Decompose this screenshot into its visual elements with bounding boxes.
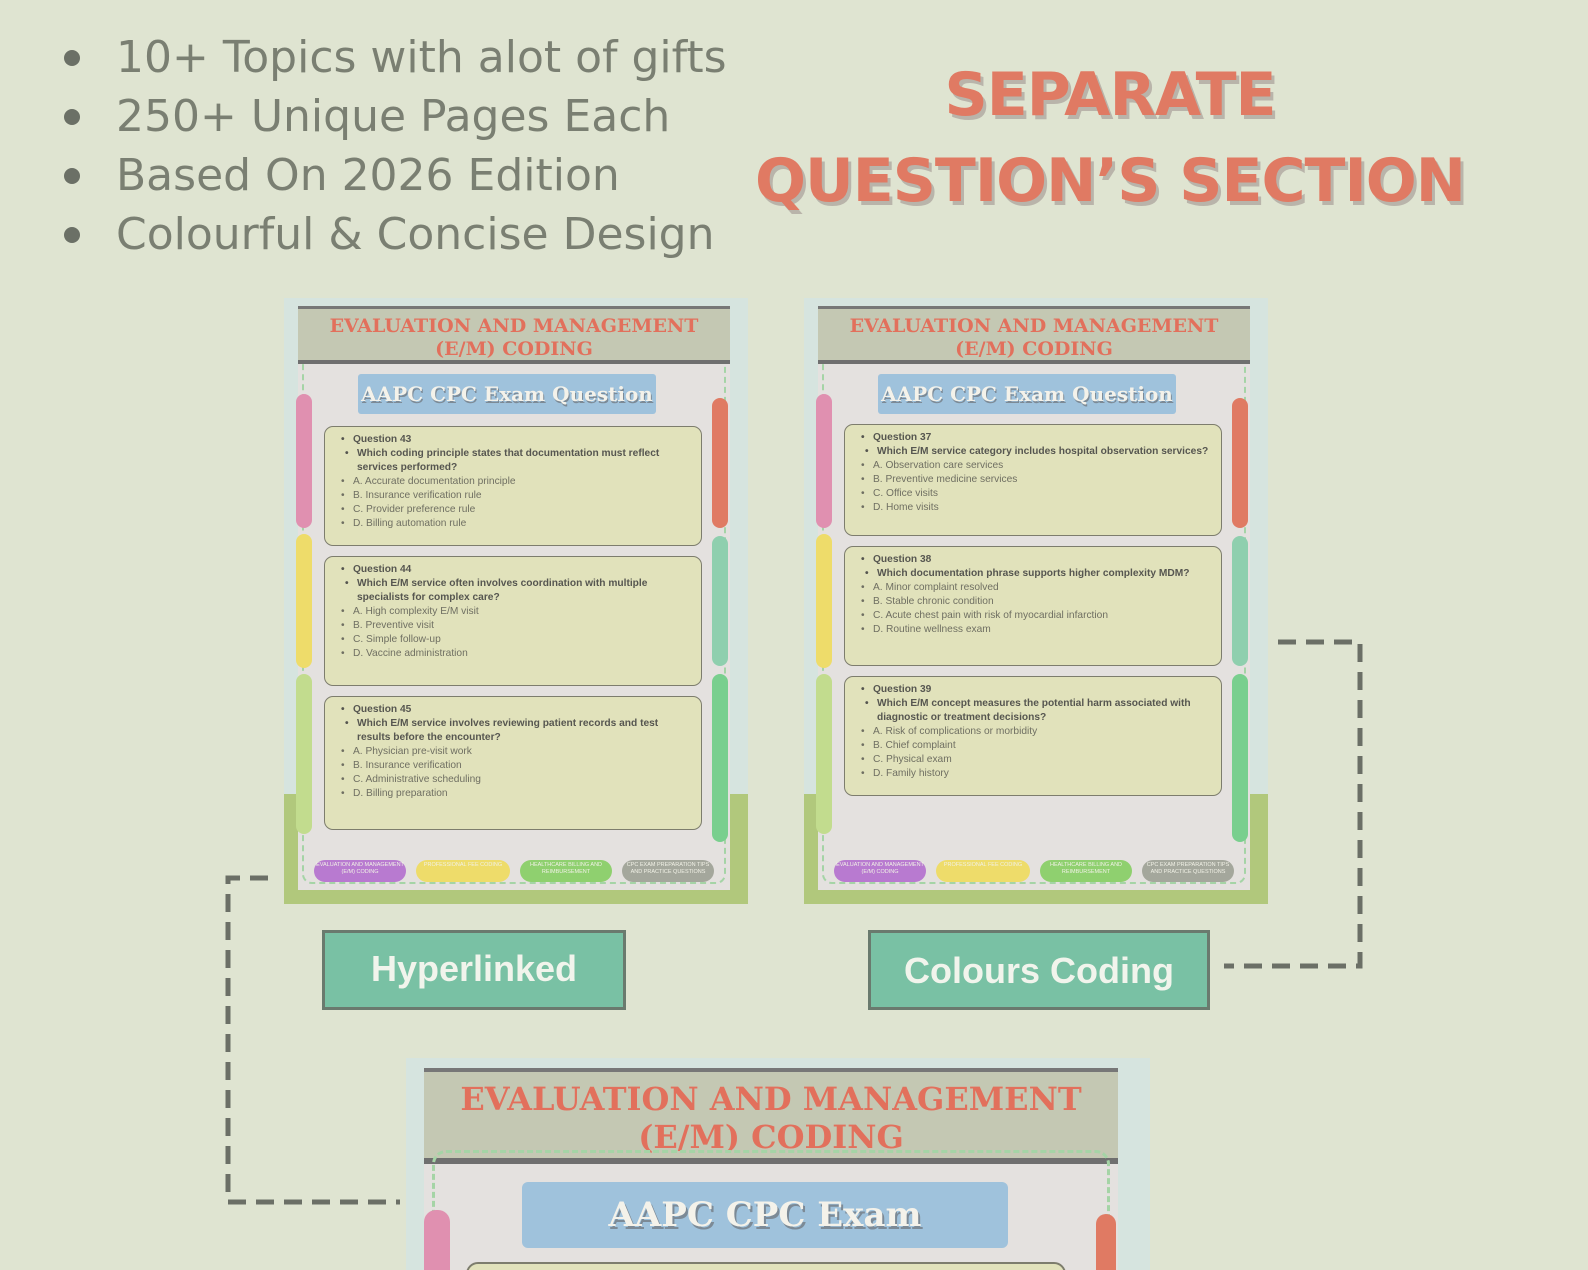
side-tab[interactable]: [712, 398, 728, 528]
footer-tab[interactable]: CPC EXAM PREPARATION TIPS AND PRACTICE Q…: [1142, 860, 1234, 882]
page-title: EVALUATION AND MANAGEMENT (E/M) CODING: [818, 306, 1250, 364]
question-card: [466, 1262, 1066, 1270]
side-tab[interactable]: [1096, 1214, 1116, 1270]
side-tab[interactable]: [816, 674, 832, 834]
footer-tab[interactable]: PROFESSIONAL FEE CODING: [416, 860, 510, 882]
question-number: Question 45: [341, 703, 691, 717]
question-option: D. Billing automation rule: [341, 517, 691, 531]
question-option: B. Insurance verification rule: [341, 489, 691, 503]
bullet-icon: [64, 167, 80, 184]
question-number: Question 43: [341, 433, 691, 447]
question-number: Question 44: [341, 563, 691, 577]
side-tab[interactable]: [816, 394, 832, 528]
question-number: Question 39: [861, 683, 1211, 697]
colours-coding-button[interactable]: Colours Coding: [868, 930, 1210, 1010]
question-card: Question 38 Which documentation phrase s…: [844, 546, 1222, 666]
question-option: C. Simple follow-up: [341, 633, 691, 647]
question-option: D. Vaccine administration: [341, 647, 691, 661]
question-badge: AAPC CPC Exam Question: [358, 374, 656, 414]
footer-tab[interactable]: EVALUATION AND MANAGEMENT (E/M) CODING: [314, 860, 406, 882]
side-tab[interactable]: [712, 674, 728, 842]
question-option: A. Minor complaint resolved: [861, 581, 1211, 595]
question-badge: AAPC CPC Exam Question: [522, 1182, 1008, 1270]
feature-item: 250+ Unique Pages Each: [60, 87, 727, 146]
question-card: Question 44 Which E/M service often invo…: [324, 556, 702, 686]
question-option: C. Provider preference rule: [341, 503, 691, 517]
question-text: Which coding principle states that docum…: [345, 447, 691, 475]
footer-tab[interactable]: CPC EXAM PREPARATION TIPS AND PRACTICE Q…: [622, 860, 714, 882]
question-option: C. Physical exam: [861, 753, 1211, 767]
side-tab[interactable]: [816, 534, 832, 668]
page-preview-right: EVALUATION AND MANAGEMENT (E/M) CODING A…: [804, 298, 1268, 904]
connector-right: [1224, 639, 1363, 969]
headline: SEPARATE QUESTION’S SECTION: [740, 52, 1480, 224]
question-text: Which documentation phrase supports high…: [865, 567, 1211, 581]
side-tab[interactable]: [1232, 674, 1248, 842]
page-title: EVALUATION AND MANAGEMENT (E/M) CODING: [298, 306, 730, 364]
feature-item: 10+ Topics with alot of gifts: [60, 28, 727, 87]
question-number: Question 37: [861, 431, 1211, 445]
side-tab[interactable]: [424, 1210, 450, 1270]
page-preview-left: EVALUATION AND MANAGEMENT (E/M) CODING A…: [284, 298, 748, 904]
question-card: Question 37 Which E/M service category i…: [844, 424, 1222, 536]
question-option: D. Billing preparation: [341, 787, 691, 801]
side-tab[interactable]: [1232, 398, 1248, 528]
question-option: D. Family history: [861, 767, 1211, 781]
page-title: EVALUATION AND MANAGEMENT (E/M) CODING: [424, 1068, 1118, 1164]
bullet-icon: [64, 108, 80, 125]
bullet-icon: [64, 49, 80, 66]
footer-tab[interactable]: HEALTHCARE BILLING AND REIMBURSEMENT: [520, 860, 612, 882]
feature-list: 10+ Topics with alot of gifts 250+ Uniqu…: [60, 28, 727, 264]
question-badge: AAPC CPC Exam Question: [878, 374, 1176, 414]
question-option: A. Risk of complications or morbidity: [861, 725, 1211, 739]
question-option: D. Routine wellness exam: [861, 623, 1211, 637]
question-option: B. Preventive medicine services: [861, 473, 1211, 487]
headline-line-1: SEPARATE: [944, 60, 1277, 130]
question-option: C. Office visits: [861, 487, 1211, 501]
footer-tab[interactable]: HEALTHCARE BILLING AND REIMBURSEMENT: [1040, 860, 1132, 882]
question-option: A. Physician pre-visit work: [341, 745, 691, 759]
question-text: Which E/M concept measures the potential…: [865, 697, 1211, 725]
question-option: B. Preventive visit: [341, 619, 691, 633]
question-card: Question 45 Which E/M service involves r…: [324, 696, 702, 830]
hyperlinked-button[interactable]: Hyperlinked: [322, 930, 626, 1010]
question-option: B. Insurance verification: [341, 759, 691, 773]
question-option: D. Home visits: [861, 501, 1211, 515]
question-text: Which E/M service category includes hosp…: [865, 445, 1211, 459]
question-card: Question 43 Which coding principle state…: [324, 426, 702, 546]
feature-item: Based On 2026 Edition: [60, 146, 727, 205]
feature-item: Colourful & Concise Design: [60, 205, 727, 264]
side-tab[interactable]: [296, 394, 312, 528]
footer-tab[interactable]: PROFESSIONAL FEE CODING: [936, 860, 1030, 882]
question-text: Which E/M service involves reviewing pat…: [345, 717, 691, 745]
question-option: C. Administrative scheduling: [341, 773, 691, 787]
question-option: B. Chief complaint: [861, 739, 1211, 753]
question-text: Which E/M service often involves coordin…: [345, 577, 691, 605]
footer-tab[interactable]: EVALUATION AND MANAGEMENT (E/M) CODING: [834, 860, 926, 882]
question-option: A. Observation care services: [861, 459, 1211, 473]
question-card: Question 39 Which E/M concept measures t…: [844, 676, 1222, 796]
side-tab[interactable]: [1232, 536, 1248, 666]
side-tab[interactable]: [296, 674, 312, 834]
page-preview-bottom: EVALUATION AND MANAGEMENT (E/M) CODING A…: [406, 1058, 1150, 1270]
headline-line-2: QUESTION’S SECTION: [755, 146, 1466, 216]
bullet-icon: [64, 226, 80, 243]
question-number: Question 38: [861, 553, 1211, 567]
side-tab[interactable]: [296, 534, 312, 668]
question-option: C. Acute chest pain with risk of myocard…: [861, 609, 1211, 623]
connector-left: [225, 875, 400, 1205]
side-tab[interactable]: [712, 536, 728, 666]
question-option: B. Stable chronic condition: [861, 595, 1211, 609]
question-option: A. High complexity E/M visit: [341, 605, 691, 619]
question-option: A. Accurate documentation principle: [341, 475, 691, 489]
